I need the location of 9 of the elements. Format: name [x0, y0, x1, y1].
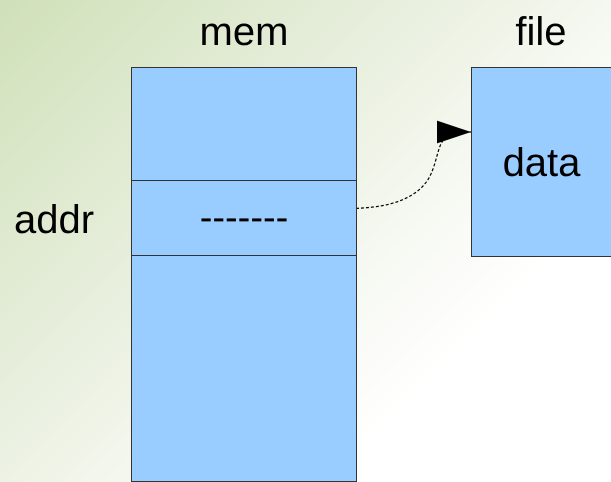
- segment-label: -------: [198, 199, 290, 237]
- address-label: addr: [14, 200, 94, 240]
- memory-segment: [132, 256, 356, 481]
- column-heading: file: [514, 12, 568, 52]
- memory-segment: [132, 181, 356, 256]
- arrow: [356, 120, 471, 210]
- memory-segment: [132, 68, 356, 181]
- column-heading: mem: [198, 12, 290, 52]
- block-label: data: [502, 143, 582, 183]
